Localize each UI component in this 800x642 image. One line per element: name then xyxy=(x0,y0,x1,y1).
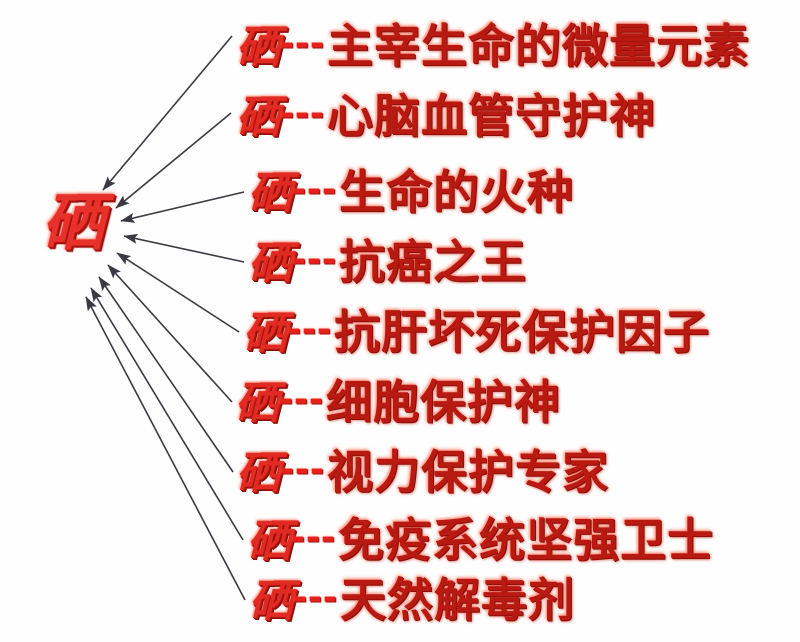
arrow-to-center-2 xyxy=(115,112,232,209)
branch-label-2: 硒---心脑血管守护神 xyxy=(236,88,656,142)
branch-label-3: 硒---生命的火种 xyxy=(248,164,574,218)
arrow-group xyxy=(85,35,246,601)
branch-text: 生命的火种 xyxy=(338,167,574,218)
branch-text: 视力保护专家 xyxy=(326,447,609,498)
branch-label-8: 硒---免疫系统坚强卫士 xyxy=(247,512,714,566)
branch-text: 免疫系统坚强卫士 xyxy=(337,515,714,566)
center-node-label: 硒 xyxy=(41,190,104,258)
branch-prefix-glyph: 硒 xyxy=(247,517,291,566)
branch-separator: --- xyxy=(280,88,325,135)
branch-separator: --- xyxy=(292,164,337,211)
branch-separator: --- xyxy=(279,374,324,421)
branch-separator: --- xyxy=(287,304,332,351)
branch-text: 心脑血管守护神 xyxy=(326,91,656,142)
arrow-to-center-8 xyxy=(90,287,244,541)
branch-text: 细胞保护神 xyxy=(325,377,561,428)
branch-text: 主宰生命的微量元素 xyxy=(326,21,750,72)
branch-label-5: 硒---抗肝坏死保护因子 xyxy=(243,304,710,358)
branch-separator: --- xyxy=(293,572,338,619)
arrow-to-center-5 xyxy=(116,252,240,333)
branch-label-6: 硒---细胞保护神 xyxy=(235,374,561,428)
branch-label-4: 硒---抗癌之王 xyxy=(248,234,527,288)
branch-prefix-glyph: 硒 xyxy=(235,379,279,428)
arrow-to-center-6 xyxy=(107,264,233,403)
branch-prefix-glyph: 硒 xyxy=(236,93,280,142)
center-node-selenium: 硒 xyxy=(30,188,116,260)
branch-prefix-glyph: 硒 xyxy=(236,449,280,498)
arrow-to-center-7 xyxy=(98,276,234,473)
arrow-to-center-3 xyxy=(120,191,245,223)
branch-text: 抗癌之王 xyxy=(338,237,527,288)
branch-label-7: 硒---视力保护专家 xyxy=(236,444,609,498)
branch-text: 抗肝坏死保护因子 xyxy=(333,307,710,358)
branch-separator: --- xyxy=(280,18,325,65)
branch-separator: --- xyxy=(292,234,337,281)
branch-prefix-glyph: 硒 xyxy=(248,239,292,288)
branch-prefix-glyph: 硒 xyxy=(236,23,280,72)
branch-prefix-glyph: 硒 xyxy=(248,169,292,218)
branch-label-1: 硒---主宰生命的微量元素 xyxy=(236,18,750,72)
branch-prefix-glyph: 硒 xyxy=(243,309,287,358)
arrow-to-center-9 xyxy=(85,296,246,601)
branch-separator: --- xyxy=(291,512,336,559)
branch-text: 天然解毒剂 xyxy=(339,575,575,626)
branch-separator: --- xyxy=(280,444,325,491)
branch-label-9: 硒---天然解毒剂 xyxy=(249,572,575,626)
branch-prefix-glyph: 硒 xyxy=(249,577,293,626)
arrow-to-center-1 xyxy=(102,35,233,191)
arrow-to-center-4 xyxy=(123,233,245,263)
